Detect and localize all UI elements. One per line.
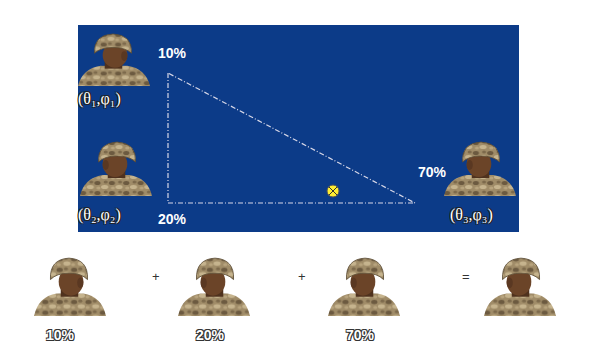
plus-sign: +: [298, 270, 306, 284]
angle-label: (θ₂,φ₂): [78, 206, 121, 224]
weight-percent: 10%: [46, 328, 74, 343]
plus-sign: +: [152, 270, 160, 284]
dotted-triangle: [168, 73, 415, 203]
weight-percent: 20%: [158, 212, 186, 227]
head-bottom-3: [328, 258, 400, 316]
angle-label: (θ₁,φ₁): [78, 90, 121, 108]
angle-label: (θ₃,φ₃): [450, 206, 493, 224]
head-bottom-result: [484, 258, 556, 316]
head-bottom-2: [178, 258, 250, 316]
weight-percent: 20%: [196, 328, 224, 343]
equals-sign: =: [462, 270, 470, 284]
weight-percent: 10%: [158, 46, 186, 61]
head-right: [444, 142, 516, 196]
weight-percent: 70%: [346, 328, 374, 343]
head-bottom-1: [34, 258, 106, 316]
target-marker: [327, 185, 339, 197]
head-left: [78, 34, 150, 86]
blue-panel: [78, 25, 519, 232]
weight-percent: 70%: [418, 165, 446, 180]
head-down: [80, 142, 152, 196]
